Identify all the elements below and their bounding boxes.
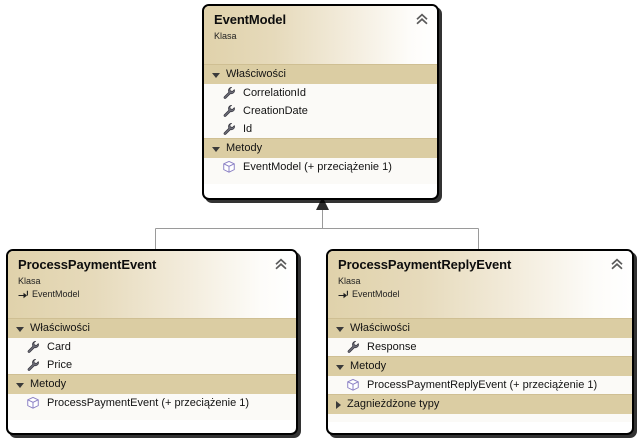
member-label: CorrelationId [243,87,306,99]
compartment-header-properties[interactable]: Właściwości [328,318,632,338]
member-row[interactable]: Card [8,338,296,356]
member-label: Response [367,341,417,353]
member-list-properties: Response [328,338,632,356]
class-kind: Klasa [18,276,41,286]
compartment-header-methods[interactable]: Metody [8,374,296,394]
compartment-header-methods[interactable]: Metody [328,356,632,376]
class-base-type: EventModel [338,288,622,300]
member-label: Card [47,341,71,353]
compartment-header-nested-types[interactable]: Zagnieżdżone typy [328,394,632,414]
compartment-label: Zagnieżdżone typy [347,398,440,410]
triangle-down-icon[interactable] [16,326,24,332]
class-header-event-model: EventModel Klasa [204,6,437,50]
header-spacer [328,308,632,318]
member-row[interactable]: Id [204,120,437,138]
member-list-properties: Card Price [8,338,296,374]
triangle-down-icon[interactable] [16,382,24,388]
triangle-down-icon[interactable] [212,146,220,152]
compartment-label: Metody [30,378,67,390]
bottom-spacer [8,412,296,420]
triangle-down-icon[interactable] [336,364,344,370]
class-name: ProcessPaymentReplyEvent [338,257,512,272]
chevron-double-up-icon[interactable] [274,258,288,271]
member-label: Id [243,123,253,135]
compartment-label: Metody [226,142,263,154]
compartment-label: Właściwości [350,322,410,334]
wrench-icon [347,341,359,353]
header-spacer [204,50,437,64]
inheritance-arrow-icon [18,290,28,298]
member-list-methods: EventModel (+ przeciążenie 1) [204,158,437,176]
class-base-label: EventModel [32,289,80,299]
compartment-header-properties[interactable]: Właściwości [8,318,296,338]
header-spacer [8,308,296,318]
member-row[interactable]: CorrelationId [204,84,437,102]
class-box-event-model[interactable]: EventModel Klasa Właściwości Correlation… [202,4,439,200]
class-name: ProcessPaymentEvent [18,257,157,272]
class-header-process-payment-reply-event: ProcessPaymentReplyEvent Klasa EventMode… [328,251,632,308]
class-box-process-payment-event[interactable]: ProcessPaymentEvent Klasa EventModel Wła… [6,249,298,435]
compartment-header-properties[interactable]: Właściwości [204,64,437,84]
member-label: ProcessPaymentEvent (+ przeciążenie 1) [47,397,250,409]
class-base-type: EventModel [18,288,286,300]
wrench-icon [223,123,235,135]
wrench-icon [27,341,39,353]
class-kind: Klasa [214,31,237,41]
member-label: ProcessPaymentReplyEvent (+ przeciążenie… [367,379,598,391]
class-header-process-payment-event: ProcessPaymentEvent Klasa EventModel [8,251,296,308]
class-name: EventModel [214,12,286,27]
wrench-icon [27,359,39,371]
member-label: Price [47,359,73,371]
wrench-icon [223,87,235,99]
member-list-methods: ProcessPaymentEvent (+ przeciążenie 1) [8,394,296,412]
member-label: EventModel (+ przeciążenie 1) [243,161,392,173]
member-list-properties: CorrelationId CreationDate Id [204,84,437,138]
member-list-methods: ProcessPaymentReplyEvent (+ przeciążenie… [328,376,632,394]
triangle-down-icon[interactable] [336,326,344,332]
cube-icon [347,378,359,391]
member-row[interactable]: ProcessPaymentReplyEvent (+ przeciążenie… [328,376,632,394]
member-row[interactable]: ProcessPaymentEvent (+ przeciążenie 1) [8,394,296,412]
wrench-icon [223,105,235,117]
class-base-label: EventModel [352,289,400,299]
class-kind: Klasa [338,276,361,286]
class-box-process-payment-reply-event[interactable]: ProcessPaymentReplyEvent Klasa EventMode… [326,249,634,435]
member-row[interactable]: Response [328,338,632,356]
member-label: CreationDate [243,105,308,117]
chevron-double-up-icon[interactable] [610,258,624,271]
member-row[interactable]: Price [8,356,296,374]
cube-icon [27,396,39,409]
compartment-label: Właściwości [226,68,286,80]
triangle-right-icon[interactable] [336,400,341,409]
member-row[interactable]: EventModel (+ przeciążenie 1) [204,158,437,176]
triangle-down-icon[interactable] [212,72,220,78]
bottom-spacer [204,176,437,184]
cube-icon [223,160,235,173]
chevron-double-up-icon[interactable] [415,13,429,26]
member-row[interactable]: CreationDate [204,102,437,120]
inheritance-arrow-icon [338,290,348,298]
compartment-label: Metody [350,360,387,372]
bottom-spacer [328,414,632,422]
compartment-label: Właściwości [30,322,90,334]
compartment-header-methods[interactable]: Metody [204,138,437,158]
